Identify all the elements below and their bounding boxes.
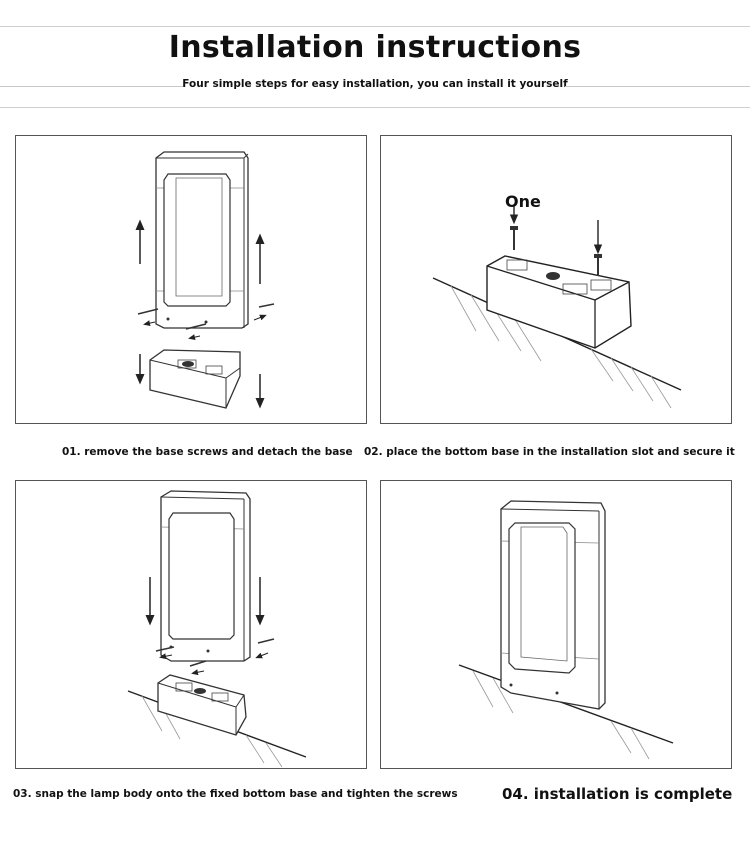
- step-4-illustration: [458, 500, 674, 760]
- page-subtitle: Four simple steps for easy installation,…: [182, 78, 568, 90]
- step-2-label: One: [505, 192, 541, 211]
- page-title: Installation instructions: [168, 30, 582, 65]
- subtitle-rule-left: [0, 86, 185, 87]
- top-divider: [0, 26, 750, 27]
- header-divider: [0, 107, 750, 108]
- step-2-panel: One: [380, 135, 732, 424]
- step-1-illustration: [135, 151, 275, 409]
- step-1-caption: 01. remove the base screws and detach th…: [62, 446, 353, 458]
- step-3-caption: 03. snap the lamp body onto the fixed bo…: [13, 788, 458, 800]
- subtitle-rule-right: [565, 86, 750, 87]
- step-2-illustration: [432, 206, 682, 409]
- step-1-panel: [15, 135, 367, 424]
- step-4-panel: [380, 480, 732, 769]
- subtitle-row: Four simple steps for easy installation,…: [0, 78, 750, 94]
- step-2-caption: 02. place the bottom base in the install…: [364, 446, 735, 458]
- step-3-panel: [15, 480, 367, 769]
- step-3-illustration: [127, 490, 307, 768]
- step-4-caption: 04. installation is complete: [502, 785, 733, 803]
